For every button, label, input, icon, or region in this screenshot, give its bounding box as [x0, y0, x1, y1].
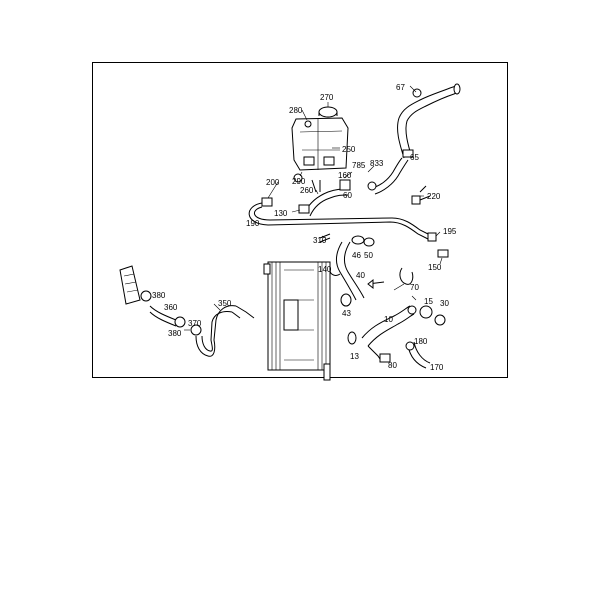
part-label-25: 350	[218, 299, 232, 308]
expansion-tank	[291, 117, 349, 171]
part-label-6: 65	[410, 153, 419, 162]
part-label-9: 200	[266, 178, 280, 187]
part-label-13: 130	[274, 209, 288, 218]
part-label-17: 46	[352, 251, 361, 260]
part-label-11: 60	[343, 191, 352, 200]
part-label-1: 270	[320, 93, 334, 102]
part-label-32: 180	[414, 337, 428, 346]
oil-cooler	[119, 265, 141, 305]
part-label-5: 785	[352, 161, 366, 170]
part-label-12: 220	[427, 192, 441, 201]
part-label-8: 290	[292, 177, 306, 186]
part-label-7: 160	[338, 171, 352, 180]
part-label-21: 40	[356, 271, 365, 280]
part-label-20: 140	[318, 265, 332, 274]
part-label-27: 15	[424, 297, 433, 306]
part-label-30: 10	[384, 315, 393, 324]
part-label-34: 80	[388, 361, 397, 370]
part-label-4: 833	[370, 159, 384, 168]
part-label-16: 310	[313, 236, 327, 245]
upper-hose	[397, 83, 461, 159]
part-labels: 67 270 280 250 833 785 65 160 290 200 260 60 220 130 1…	[152, 83, 457, 372]
clamp-200	[261, 197, 273, 207]
part-label-22: 70	[410, 283, 419, 292]
part-label-3: 250	[342, 145, 356, 154]
part-label-19: 150	[428, 263, 442, 272]
part-label-14: 190	[246, 219, 260, 228]
part-label-35: 170	[430, 363, 444, 372]
part-label-2: 280	[289, 106, 303, 115]
part-label-33: 13	[350, 352, 359, 361]
part-label-31: 380	[168, 329, 182, 338]
part-label-23: 380	[152, 291, 166, 300]
cap-seal	[304, 120, 312, 128]
part-label-15: 195	[443, 227, 457, 236]
part-label-10: 260	[300, 186, 314, 195]
part-label-24: 360	[164, 303, 178, 312]
radiator	[263, 261, 331, 381]
connector-195	[427, 232, 437, 242]
tank-cap	[318, 106, 338, 118]
part-label-26: 43	[342, 309, 351, 318]
part-label-28: 30	[440, 299, 449, 308]
part-label-0: 67	[396, 83, 405, 92]
part-label-29: 370	[188, 319, 202, 328]
leader-lines	[184, 85, 443, 331]
part-label-18: 50	[364, 251, 373, 260]
